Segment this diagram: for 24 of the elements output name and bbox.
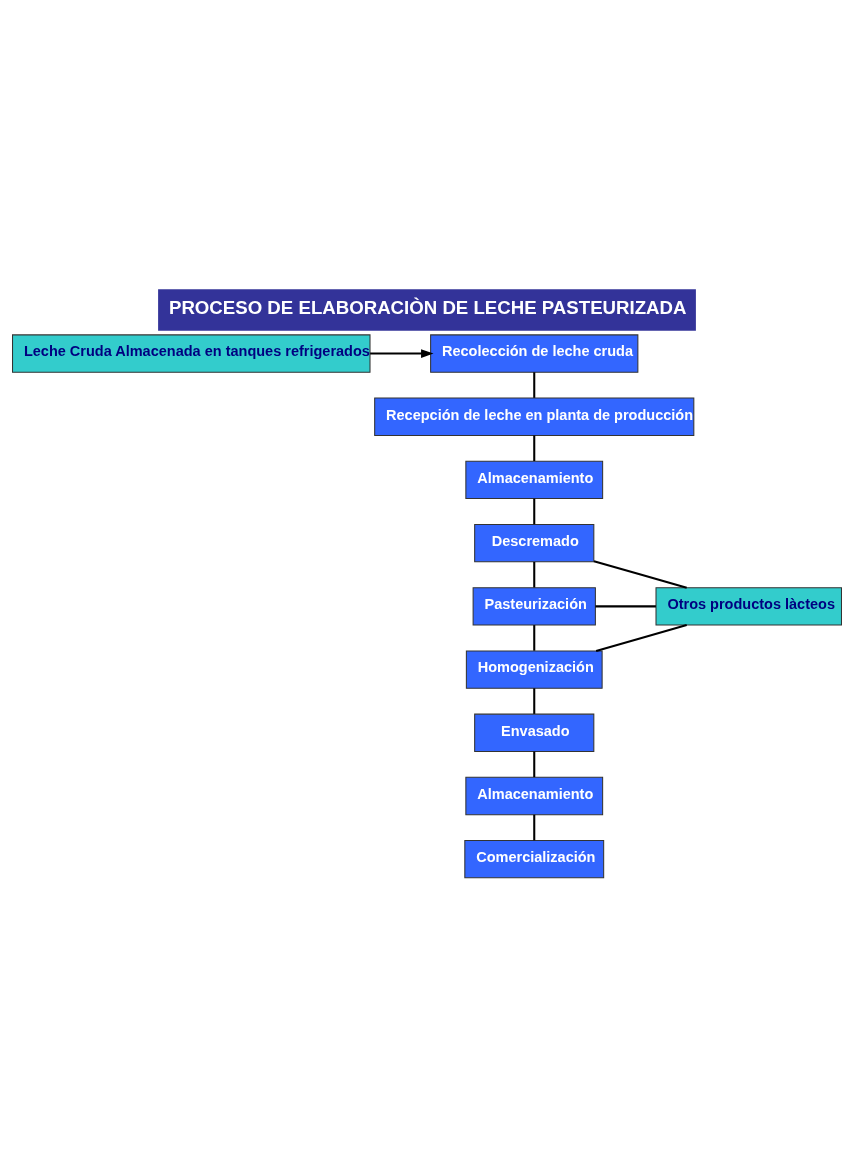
node-box: Leche Cruda Almacenada en tanques refrigerados [12, 334, 371, 373]
connector [533, 498, 536, 525]
node-box: Comercialización [464, 840, 605, 879]
node-box: Almacenamiento [465, 776, 604, 816]
node-box: Almacenamiento [465, 460, 604, 500]
connector [595, 624, 687, 652]
connector [595, 605, 656, 608]
node-box: Homogenización [465, 650, 603, 689]
connector [593, 560, 687, 589]
node-box: Recolección de leche cruda [430, 334, 639, 373]
arrow [370, 349, 434, 358]
connector [533, 814, 536, 841]
node-box: Envasado [474, 713, 595, 752]
connector [533, 435, 536, 462]
connector [533, 751, 536, 778]
connector [533, 561, 536, 588]
connector [533, 372, 536, 398]
node-box: Otros productos làcteos [655, 587, 842, 626]
node-box: Pasteurización [472, 587, 596, 626]
node-box: Recepción de leche en planta de producción [374, 397, 695, 436]
connector [533, 688, 536, 714]
connector [533, 625, 536, 651]
node-box: Descremado [474, 524, 595, 563]
diagram-title: PROCESO DE ELABORACIÒN DE LECHE PASTEURIZADA [168, 296, 687, 318]
